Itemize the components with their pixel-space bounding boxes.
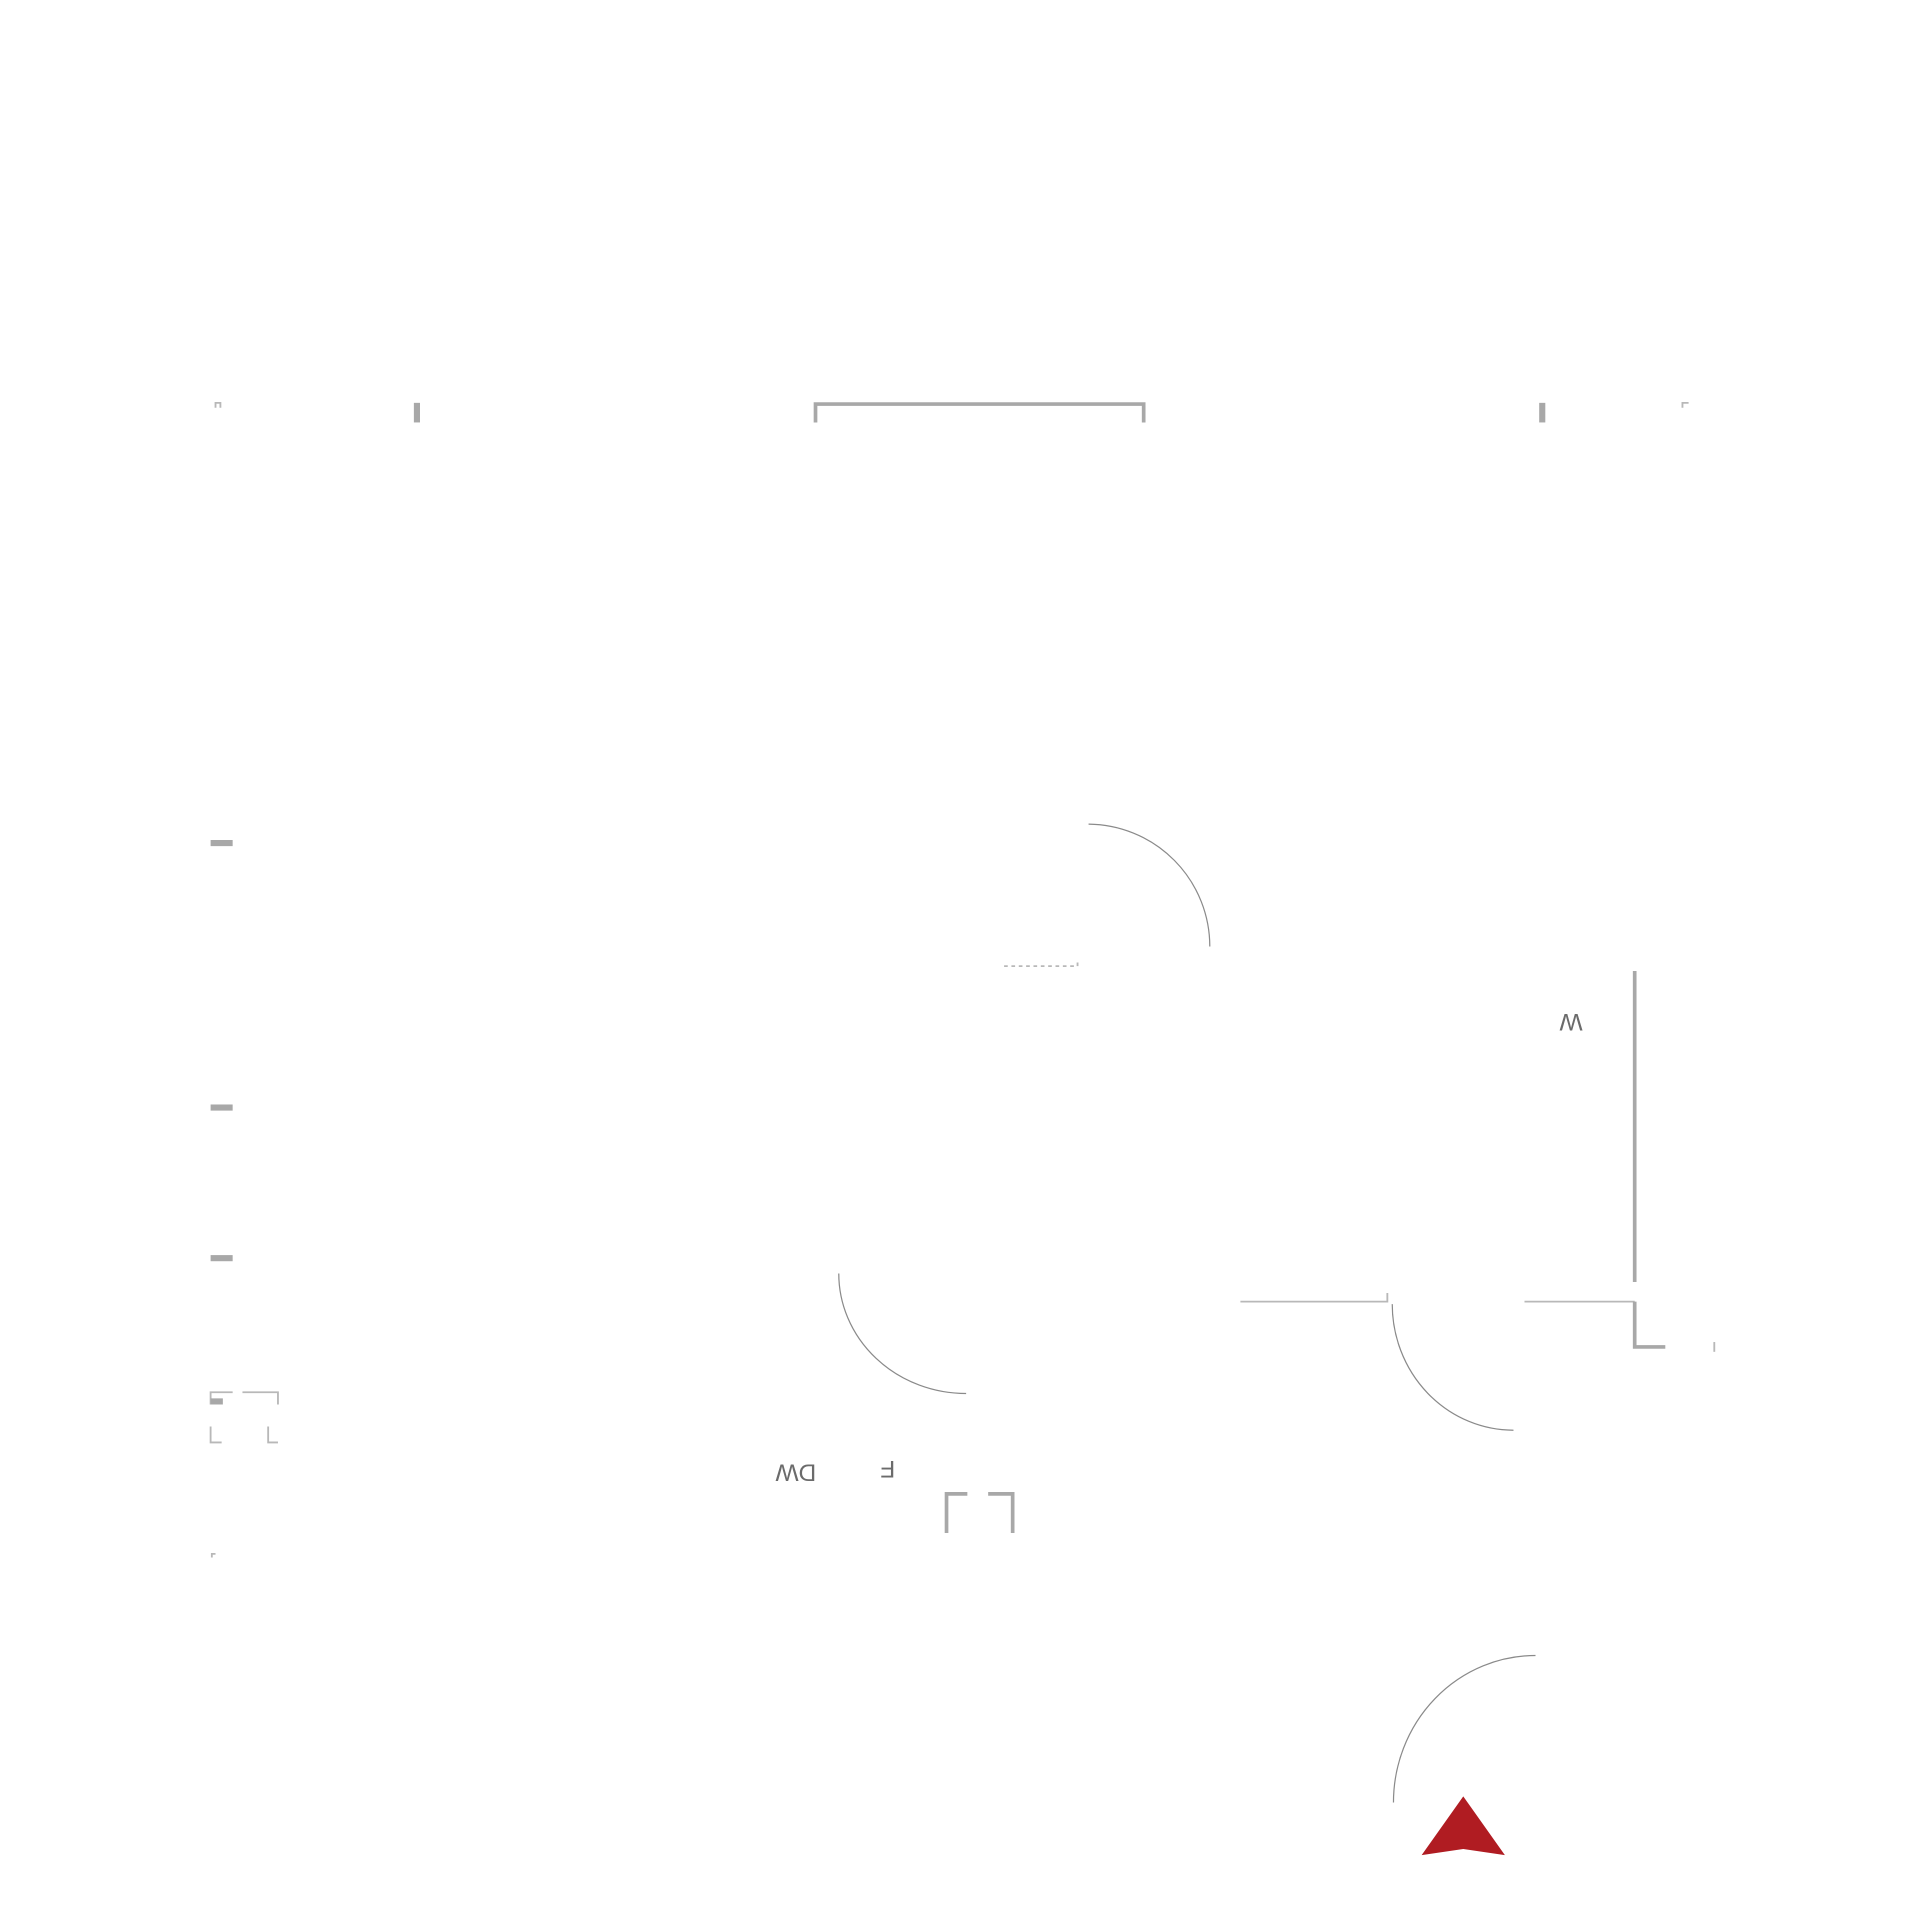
door-swing-arc	[1391, 1304, 1514, 1431]
fridge-label: F	[880, 1455, 895, 1482]
entry-door-arc	[1392, 1654, 1536, 1803]
washer-label: W	[1559, 1008, 1583, 1035]
window-line	[1004, 958, 1079, 968]
appliance-outline	[944, 1492, 1015, 1534]
top-wall-marks	[214, 401, 1689, 423]
dishwasher-label: DW	[775, 1458, 817, 1485]
left-wall-marks	[209, 840, 279, 1558]
door-swing-arc	[838, 1273, 967, 1395]
door-swing-arc	[1088, 823, 1211, 947]
triangle-arrow-icon	[1421, 1796, 1505, 1856]
interior-walls	[1240, 971, 1716, 1352]
